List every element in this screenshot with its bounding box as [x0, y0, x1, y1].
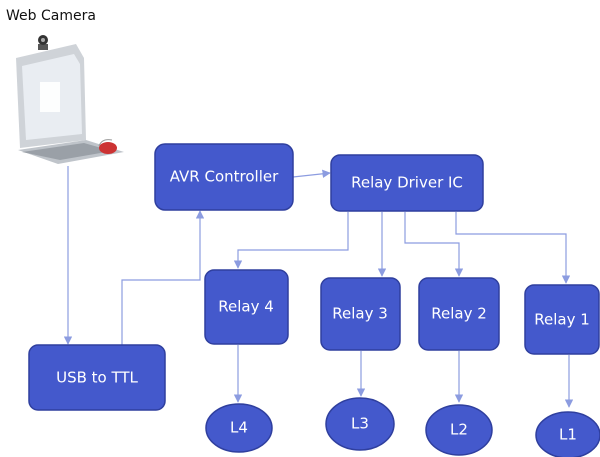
node-relay-1: Relay 1 — [524, 284, 600, 355]
node-l2: L2 — [425, 404, 493, 456]
node-relay-4: Relay 4 — [204, 269, 289, 345]
edge-driver-relay4 — [233, 212, 349, 269]
node-l4: L4 — [205, 403, 273, 453]
node-relay-3: Relay 3 — [320, 277, 401, 351]
l3-label: L3 — [351, 415, 369, 433]
l2-label: L2 — [450, 421, 468, 439]
laptop-webcam-icon — [16, 35, 124, 164]
relay-driver-ic-label: Relay Driver IC — [351, 174, 463, 192]
node-l1: L1 — [535, 411, 600, 457]
relay-1-label: Relay 1 — [534, 311, 590, 329]
node-relay-2: Relay 2 — [418, 277, 500, 351]
edge-driver-relay1 — [455, 212, 571, 284]
avr-controller-label: AVR Controller — [170, 168, 279, 186]
connectors — [63, 166, 574, 408]
l1-label: L1 — [559, 426, 577, 444]
edge-driver-relay2 — [404, 212, 464, 277]
node-relay-driver-ic: Relay Driver IC — [330, 154, 484, 212]
web-camera-caption: Web Camera — [6, 8, 96, 24]
edge-avr-driver — [292, 169, 331, 178]
relay-3-label: Relay 3 — [332, 305, 388, 323]
node-avr-controller: AVR Controller — [154, 143, 294, 211]
relay-4-label: Relay 4 — [218, 298, 274, 316]
node-usb-to-ttl: USB to TTL — [28, 344, 166, 411]
node-l3: L3 — [325, 397, 395, 451]
l4-label: L4 — [230, 419, 248, 437]
edge-usb-avr — [121, 210, 205, 345]
relay-2-label: Relay 2 — [431, 305, 487, 323]
usb-to-ttl-label: USB to TTL — [56, 369, 138, 387]
